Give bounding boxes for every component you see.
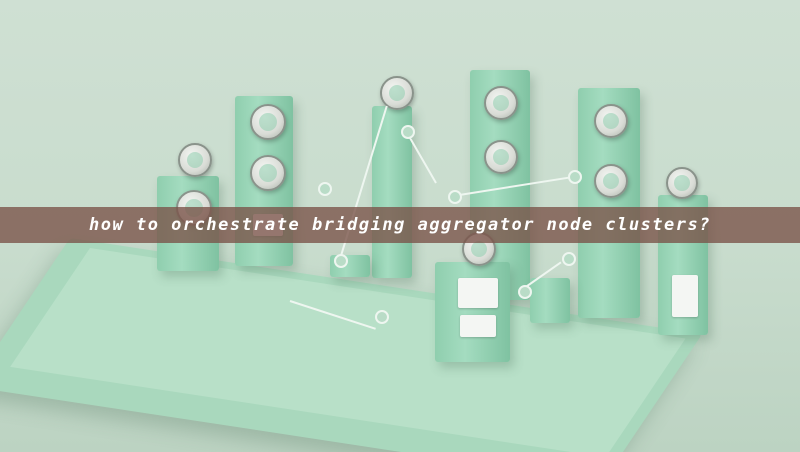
network-node bbox=[375, 310, 389, 324]
network-node bbox=[334, 254, 348, 268]
coin-icon bbox=[594, 164, 628, 198]
info-card bbox=[458, 278, 498, 308]
network-node bbox=[562, 252, 576, 266]
info-card bbox=[460, 315, 496, 337]
coin-icon bbox=[484, 86, 518, 120]
banner-title: how to orchestrate bridging aggregator n… bbox=[89, 215, 711, 235]
network-node bbox=[448, 190, 462, 204]
small-block-house bbox=[530, 278, 570, 323]
coin-icon bbox=[250, 104, 286, 140]
network-node bbox=[568, 170, 582, 184]
coin-icon bbox=[666, 167, 698, 199]
coin-icon bbox=[178, 143, 212, 177]
network-node bbox=[401, 125, 415, 139]
coin-icon bbox=[250, 155, 286, 191]
coin-icon bbox=[594, 104, 628, 138]
coin-icon bbox=[380, 76, 414, 110]
info-card bbox=[672, 275, 698, 317]
title-banner: how to orchestrate bridging aggregator n… bbox=[0, 207, 800, 243]
network-node bbox=[518, 285, 532, 299]
coin-icon bbox=[484, 140, 518, 174]
network-node bbox=[318, 182, 332, 196]
pillar-front bbox=[435, 262, 510, 362]
